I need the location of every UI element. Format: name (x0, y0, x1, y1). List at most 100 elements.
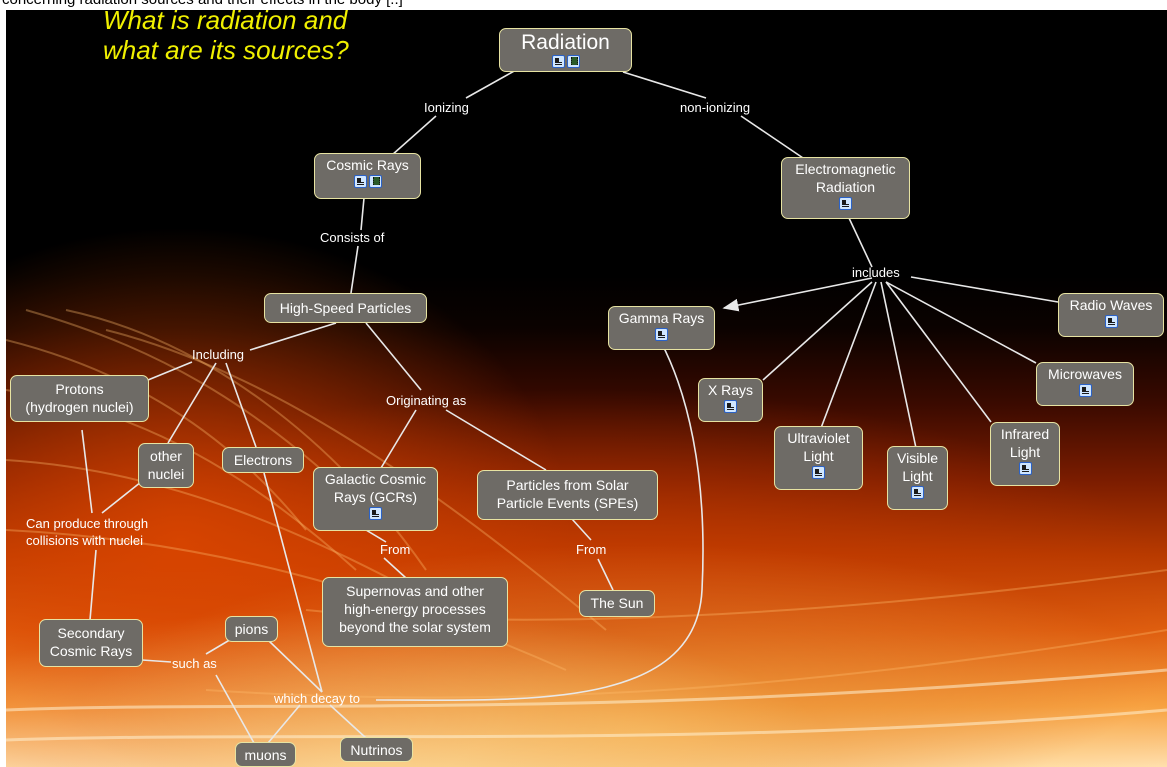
node-visible-light[interactable]: Visible Light (887, 446, 948, 510)
node-electrons[interactable]: Electrons (222, 447, 304, 473)
node-high-speed-label: High-Speed Particles (279, 300, 412, 316)
document-icon[interactable] (839, 197, 852, 210)
node-solar-particle-events[interactable]: Particles from Solar Particle Events (SP… (477, 470, 658, 520)
solar-background (6, 309, 1167, 742)
label-includes: includes (852, 265, 900, 280)
node-radiation[interactable]: Radiation (499, 28, 632, 72)
document-icon[interactable] (655, 328, 668, 341)
document-icon[interactable] (1078, 384, 1092, 397)
node-radio-label: Radio Waves (1069, 297, 1153, 313)
link-canproduce-secondary (89, 549, 97, 621)
node-em-label-1: Electromagnetic (795, 161, 896, 177)
node-gcr-label-2: Rays (GCRs) (333, 489, 418, 505)
node-microwaves-icons (1041, 384, 1129, 397)
node-infrared-label-1: Infrared (1000, 426, 1050, 442)
node-x-rays[interactable]: X Rays (698, 378, 763, 422)
link-originating-gcr (380, 409, 417, 469)
node-microwaves[interactable]: Microwaves (1036, 362, 1134, 406)
node-nutrinos-label: Nutrinos (350, 742, 403, 758)
node-infrared-light[interactable]: Infrared Light (990, 422, 1060, 486)
node-electrons-label: Electrons (233, 452, 293, 468)
node-cosmic-rays-label: Cosmic Rays (326, 157, 409, 173)
document-icon[interactable] (911, 486, 924, 499)
node-cosmic-rays-icons (319, 175, 416, 188)
node-protons[interactable]: Protons (hydrogen nuclei) (10, 375, 149, 422)
node-em-icons (786, 197, 905, 210)
document-icon[interactable] (369, 507, 382, 520)
link-cosmic-consists (360, 197, 365, 231)
node-gamma-rays[interactable]: Gamma Rays (608, 306, 715, 350)
node-uv-label-1: Ultraviolet (787, 430, 850, 446)
node-gamma-label: Gamma Rays (618, 310, 705, 326)
link-includes-radio (910, 276, 1059, 303)
node-secondary-label-2: Cosmic Rays (49, 643, 133, 659)
label-originating-as: Originating as (386, 393, 467, 408)
node-ultraviolet-light[interactable]: Ultraviolet Light (774, 426, 863, 490)
document-icon[interactable] (724, 400, 737, 413)
node-infrared-icons (995, 462, 1055, 475)
node-xrays-label: X Rays (707, 382, 754, 398)
map-title-line2: what are its sources? (103, 35, 349, 65)
document-icon[interactable] (1018, 462, 1032, 475)
node-cosmic-rays[interactable]: Cosmic Rays (314, 153, 421, 199)
film-icon[interactable] (566, 55, 580, 68)
label-which-decay-to: which decay to (274, 691, 360, 706)
node-pions-label: pions (234, 621, 269, 637)
node-spe-label-2: Particle Events (SPEs) (496, 495, 639, 511)
node-xrays-icons (703, 400, 758, 413)
node-supernovas[interactable]: Supernovas and other high-energy process… (322, 577, 508, 647)
node-radio-icons (1063, 315, 1159, 328)
link-decay-muons (267, 704, 301, 744)
link-including-othernuclei (167, 362, 217, 444)
node-other-nuclei-label-1: other (150, 448, 182, 464)
link-includes-uv (820, 281, 877, 429)
node-radio-waves[interactable]: Radio Waves (1058, 293, 1164, 337)
node-supernovas-label-2: high-energy processes (344, 601, 486, 617)
link-ionizing-cosmic (391, 115, 437, 156)
node-the-sun[interactable]: The Sun (579, 590, 655, 617)
link-electrons-decay (263, 472, 323, 693)
node-other-nuclei[interactable]: other nuclei (138, 443, 194, 488)
link-includes-infrared (885, 281, 992, 423)
label-non-ionizing: non-ionizing (680, 100, 751, 115)
node-muons[interactable]: muons (235, 742, 296, 767)
label-from-gcr: From (380, 542, 411, 557)
node-gcr-icons (318, 507, 433, 520)
label-consists-of: Consists of (320, 230, 385, 245)
link-decay-gamma (375, 341, 704, 702)
node-em-label-2: Radiation (815, 179, 876, 195)
node-uv-label-2: Light (803, 448, 834, 464)
node-gcr-label-1: Galactic Cosmic (324, 471, 427, 487)
link-includes-xrays (762, 281, 873, 381)
node-pions[interactable]: pions (225, 616, 278, 642)
document-icon[interactable] (1104, 315, 1118, 328)
node-galactic-cosmic-rays[interactable]: Galactic Cosmic Rays (GCRs) (313, 467, 438, 531)
node-secondary-cosmic-rays[interactable]: Secondary Cosmic Rays (39, 619, 143, 667)
node-microwaves-label: Microwaves (1048, 366, 1122, 382)
node-gamma-icons (613, 328, 710, 341)
node-electromagnetic-radiation[interactable]: Electromagnetic Radiation (781, 157, 910, 219)
document-icon[interactable] (551, 55, 565, 68)
link-gcr-from (365, 529, 387, 543)
document-icon[interactable] (353, 175, 367, 188)
node-visible-icons (892, 486, 943, 499)
link-secondary-suchas (141, 659, 172, 663)
link-radiation-ionizing (465, 69, 517, 99)
link-including-electrons (225, 362, 257, 448)
link-suchas-muons (215, 674, 255, 744)
link-includes-visible (880, 281, 917, 449)
node-high-speed-particles[interactable]: High-Speed Particles (264, 293, 427, 323)
link-nonionizing-em (740, 115, 807, 161)
node-protons-label-2: (hydrogen nuclei) (25, 399, 134, 415)
concept-map: What is radiation and what are its sourc… (6, 10, 1167, 767)
document-icon[interactable] (812, 466, 825, 479)
node-nutrinos[interactable]: Nutrinos (340, 737, 413, 762)
node-visible-label-1: Visible (897, 450, 938, 466)
film-icon[interactable] (368, 175, 382, 188)
link-consists-high (350, 245, 359, 294)
label-can-produce-1: Can produce through (26, 516, 149, 531)
node-secondary-label-1: Secondary (57, 625, 125, 641)
link-lines (81, 69, 1059, 744)
node-sun-label: The Sun (590, 595, 644, 611)
node-radiation-label: Radiation (521, 31, 610, 54)
